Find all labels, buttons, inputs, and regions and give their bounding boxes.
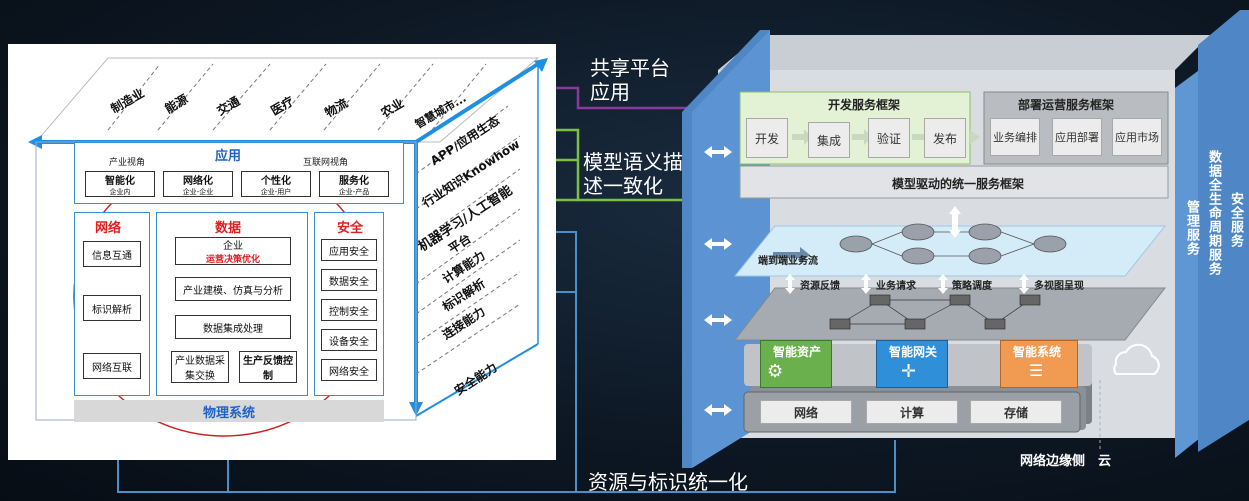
app-item: 网络化企业-企业 <box>163 171 233 197</box>
dev-step: 集成 <box>808 122 850 158</box>
infra-compute: 计算 <box>866 400 958 424</box>
resource-connector-bottom <box>117 440 896 493</box>
server-icon: ☰ <box>1029 361 1044 380</box>
security-panel: 安全 应用安全 数据安全 控制安全 设备安全 网络安全 <box>314 212 384 396</box>
app-item: 智能化企业内 <box>85 171 155 197</box>
deploy-step: 应用市场 <box>1112 118 1162 156</box>
deploy-framework-title: 部署运营服务框架 <box>1018 98 1115 112</box>
security-item: 应用安全 <box>321 239 377 261</box>
data-panel: 数据 企业运营决策优化 产业建模、仿真与分析 数据集成处理 产业数据采集交换 生… <box>156 212 308 396</box>
flow-label: 业务请求 <box>876 281 916 292</box>
e2e-flow-label: 端到端业务流 <box>758 256 818 267</box>
dev-step: 开发 <box>746 118 788 158</box>
data-collect-box: 产业数据采集交换 <box>171 351 229 383</box>
app-item: 个性化企业-用户 <box>241 171 311 197</box>
network-item: 信息互通 <box>83 241 141 267</box>
security-item: 设备安全 <box>321 329 377 351</box>
production-control-box: 生产反馈控制 <box>239 351 297 383</box>
shared-platform-connector <box>540 86 690 110</box>
data-lifecycle-service-label: 数据全生命周期服务 <box>1206 150 1221 276</box>
network-item: 标识解析 <box>83 295 141 321</box>
model-semantics-connector-1 <box>540 128 690 202</box>
network-panel: 网络 信息互通 标识解析 网络互联 <box>74 212 150 396</box>
industry-view-label: 产业视角 <box>109 158 146 168</box>
operation-optimization-box: 企业运营决策优化 <box>175 237 291 265</box>
deploy-step: 应用部署 <box>1052 118 1102 156</box>
edge-cloud-label: 网络边缘侧 云 <box>1020 454 1112 469</box>
physical-system-bar: 物理系统 <box>74 400 384 422</box>
integration-box: 数据集成处理 <box>175 315 291 339</box>
security-item: 数据安全 <box>321 269 377 291</box>
smart-gateway-tile: 智能网关 ✛ <box>876 340 948 388</box>
app-item: 服务化企业-产品 <box>319 171 389 197</box>
data-title: 数据 <box>215 221 242 236</box>
application-panel: 应用 产业视角 互联网视角 智能化企业内 网络化企业-企业 个性化企业-用户 服… <box>74 142 404 204</box>
network-title: 网络 <box>95 221 122 236</box>
application-title: 应用 <box>215 149 242 164</box>
smart-asset-tile: 智能资产 ⚙ <box>760 340 832 388</box>
physical-system-label: 物理系统 <box>202 405 255 421</box>
dev-step: 验证 <box>868 118 910 158</box>
industrial-internet-cube: 制造业 能源 交通 医疗 物流 农业 智慧城市... APP/应用生态 行业知识… <box>8 44 556 460</box>
security-item: 网络安全 <box>321 359 377 381</box>
dev-step: 发布 <box>924 118 966 158</box>
management-service-label: 管理服务 <box>1184 200 1199 256</box>
shared-platform-label: 共享平台应用 <box>590 56 670 104</box>
resource-identity-label: 资源与标识统一化 <box>588 470 748 494</box>
router-icon: ✛ <box>901 361 917 382</box>
infra-network: 网络 <box>760 400 852 424</box>
gear-icon: ⚙ <box>767 361 784 382</box>
infra-storage: 存储 <box>970 400 1062 424</box>
flow-label: 资源反馈 <box>800 281 840 292</box>
internet-view-label: 互联网视角 <box>303 158 349 168</box>
dev-framework-title: 开发服务框架 <box>828 98 901 112</box>
security-title: 安全 <box>337 221 364 236</box>
deploy-step: 业务编排 <box>990 118 1040 156</box>
modeling-box: 产业建模、仿真与分析 <box>175 277 291 301</box>
flow-label: 多视图呈现 <box>1034 281 1084 292</box>
model-semantics-label: 模型语义描述一致化 <box>583 150 683 198</box>
security-service-label: 安全服务 <box>1228 192 1243 248</box>
model-driven-framework: 模型驱动的统一服务框架 <box>892 177 1025 191</box>
smart-system-tile: 智能系统 ☰ <box>1000 340 1078 388</box>
flow-label: 策略调度 <box>952 281 992 292</box>
security-item: 控制安全 <box>321 299 377 321</box>
network-item: 网络互联 <box>83 353 141 379</box>
